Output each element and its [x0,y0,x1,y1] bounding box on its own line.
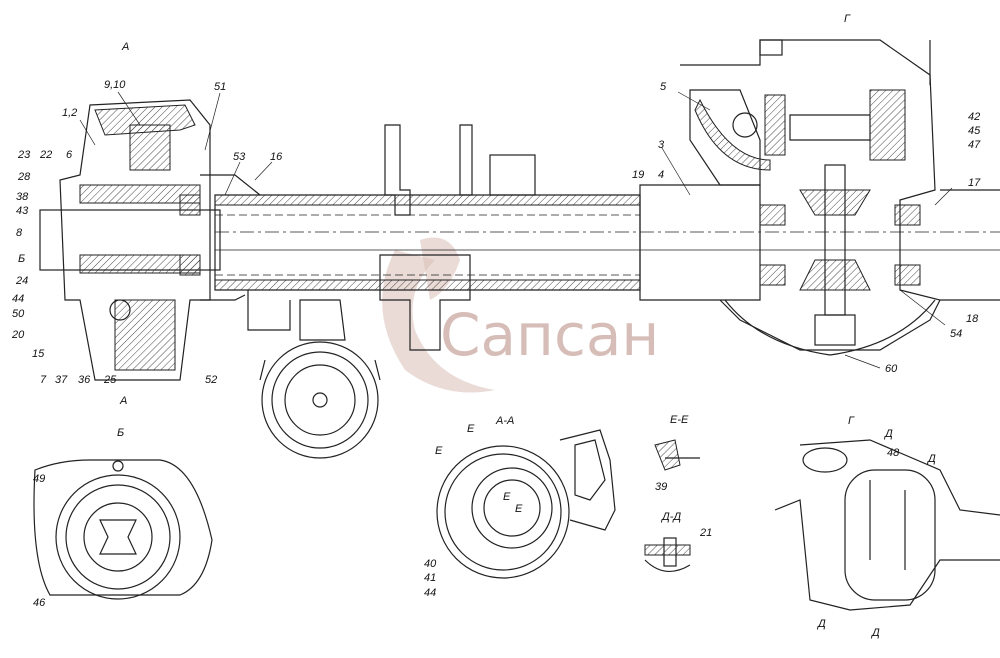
callout: 23 [17,149,31,161]
view-g [774,439,1000,611]
callout: 15 [32,348,45,360]
callout: 8 [16,227,23,239]
callout: 39 [655,481,667,493]
callout: 54 [950,328,962,340]
callout: 18 [966,313,979,325]
callout: 45 [968,125,981,137]
section-mark: Д [883,428,893,440]
section-mark: Е-Е [670,414,689,426]
callout: 38 [16,191,29,203]
axle-housing [214,124,1000,351]
differential-housing [680,39,941,356]
callout: 51 [214,81,226,93]
callout: 42 [968,111,980,123]
section-mark: Г [844,13,851,25]
callout: 5 [660,81,667,93]
callout: 47 [968,139,981,151]
brake-chamber [259,299,381,459]
callout: 28 [17,171,31,183]
watermark-text: Сапсан [440,301,659,369]
callout: 25 [103,374,117,386]
callout: 49 [33,473,45,485]
callout: 19 [632,169,644,181]
callout: 52 [205,374,217,386]
section-mark: Д [926,453,936,465]
callout: 9,10 [104,79,126,91]
section-d-d [644,537,691,572]
section-mark: Е [435,445,443,457]
section-mark: А-А [495,415,514,427]
view-b-flange [33,459,213,600]
callout: 16 [270,151,283,163]
callout: 3 [658,139,665,151]
section-mark: Д [816,618,826,630]
callout: 1,2 [62,107,77,119]
section-e-e [654,439,700,471]
section-mark: Д-Д [660,511,681,523]
section-mark: Г [848,415,855,427]
callout: 41 [424,572,436,584]
callout-labels: 1,2 9,10 51 53 16 23 22 6 28 38 43 8 24 … [11,79,981,609]
callout: 50 [12,308,25,320]
section-mark: Б [117,427,124,439]
section-mark: Б [18,253,25,265]
callout: 43 [16,205,29,217]
callout: 37 [55,374,68,386]
section-mark: Е [515,503,523,515]
callout: 24 [15,275,28,287]
section-mark: А [121,41,129,53]
section-a-a [436,429,616,579]
callout: 4 [658,169,664,181]
callout: 6 [66,149,73,161]
section-mark: А [119,395,127,407]
callout: 22 [39,149,52,161]
section-mark: Е [503,491,511,503]
watermark-logo: Сапсан [382,237,659,393]
callout: 21 [699,527,712,539]
callout: 53 [233,151,246,163]
callout: 20 [11,329,25,341]
section-mark: Д [870,627,880,639]
callout: 44 [12,293,24,305]
callout: 44 [424,587,436,599]
callout: 40 [424,558,437,570]
callout: 7 [40,374,47,386]
callout: 48 [887,447,900,459]
callout: 46 [33,597,46,609]
callout: 60 [885,363,898,375]
wheel-hub-assembly [39,99,261,381]
callout: 36 [78,374,91,386]
section-mark: Е [467,423,475,435]
callout: 17 [968,177,981,189]
section-markers: А А Б Г Б А-А Е Е Е Е Е-Е Д-Д Г Д Д Д Д [18,13,936,639]
leader-lines [79,91,953,369]
